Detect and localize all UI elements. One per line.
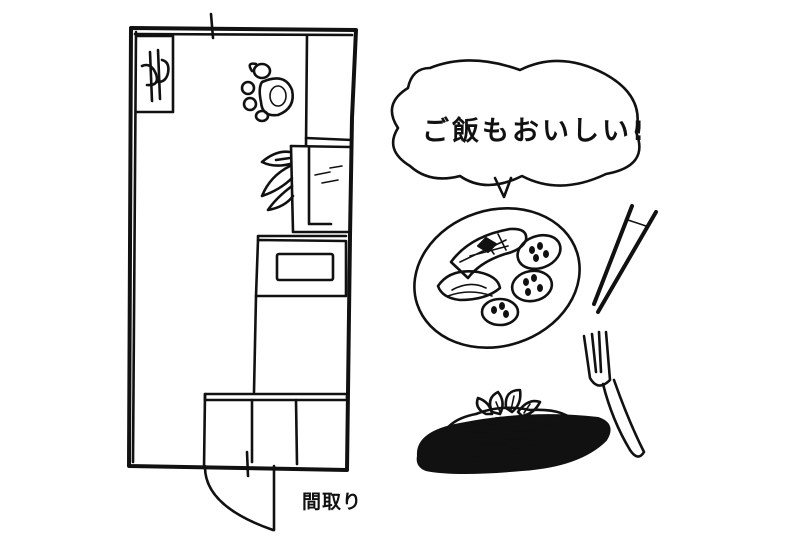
desk-block — [203, 392, 349, 402]
counter-inner — [307, 146, 333, 226]
counter-block — [289, 144, 352, 234]
pasta-plate — [416, 414, 611, 474]
toilet-icon — [140, 48, 170, 103]
fish-plate — [413, 207, 581, 349]
counter-dash — [314, 165, 343, 184]
speech-bubble-tail — [493, 176, 513, 199]
window-mark-top — [209, 12, 215, 40]
plant-icon — [260, 150, 295, 212]
lotus-root-icon — [480, 233, 562, 327]
kitchen-wall — [304, 34, 309, 148]
pasta-dish — [416, 388, 611, 474]
speech-bubble-text: ご飯もおいしい! — [422, 115, 647, 147]
inner-wall-top — [133, 32, 354, 37]
window-mark-bottom — [245, 450, 250, 478]
stove-counter — [254, 238, 348, 298]
fork-icon — [582, 330, 646, 458]
inner-wall-left — [131, 30, 138, 464]
stove-top-line — [256, 234, 348, 242]
floorplan-caption: 間取り — [302, 491, 362, 513]
counter-side — [252, 294, 258, 394]
floor-plan: 間取り — [127, 12, 362, 532]
door-swing — [203, 464, 275, 532]
stove-burner — [275, 252, 335, 282]
outer-wall — [127, 26, 358, 472]
paw-print-mat-icon — [240, 62, 294, 123]
counter-top — [289, 144, 352, 149]
basil-leaf-icon — [475, 388, 542, 418]
toilet-panel — [135, 34, 175, 114]
desk-front — [202, 392, 207, 470]
chopsticks-icon — [592, 204, 658, 314]
kitchen-divider — [304, 136, 354, 142]
desk-divider-b — [294, 398, 299, 466]
speech-bubble: ご飯もおいしい! — [390, 59, 647, 199]
